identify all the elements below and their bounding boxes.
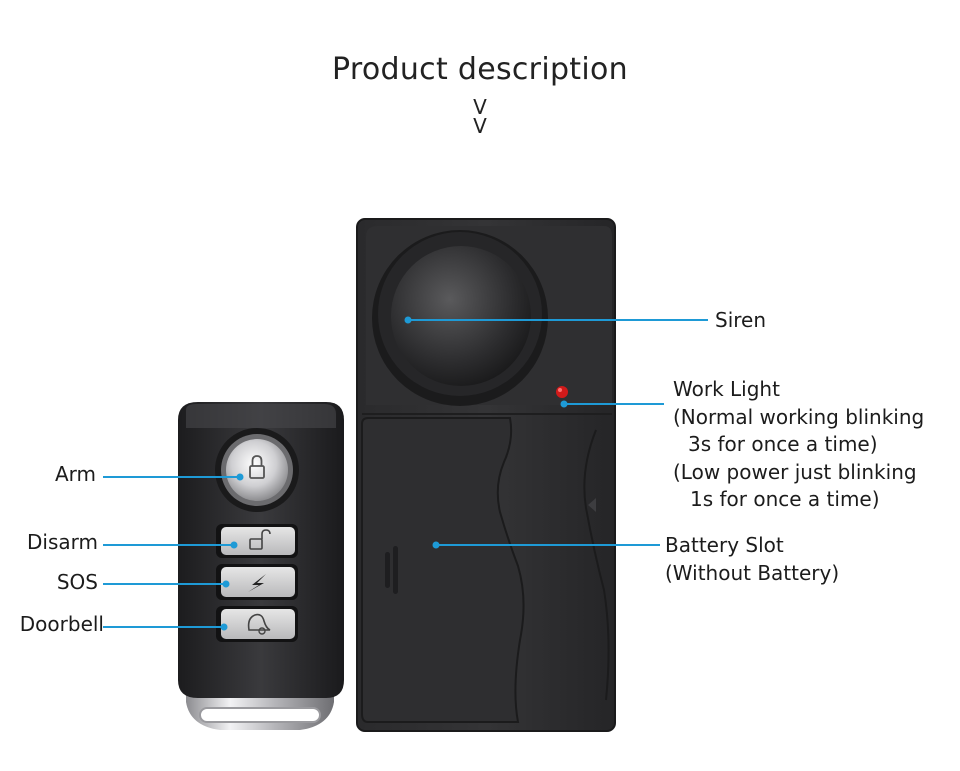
work-light-note-3: (Low power just blinking bbox=[673, 460, 917, 484]
page-title: Product description bbox=[332, 52, 628, 87]
work-light-label: Work Light bbox=[673, 377, 780, 401]
leader-lines bbox=[103, 316, 708, 631]
doorbell-button bbox=[216, 606, 298, 642]
battery-slot-note: (Without Battery) bbox=[665, 561, 840, 585]
work-light-note-4: 1s for once a time) bbox=[690, 487, 880, 511]
key-fob bbox=[178, 402, 344, 730]
sos-button bbox=[216, 564, 298, 600]
battery-slot-label: Battery Slot bbox=[665, 533, 784, 557]
lightning-icon bbox=[248, 574, 266, 592]
bell-icon bbox=[247, 613, 271, 635]
disarm-button bbox=[216, 524, 298, 558]
work-light-note-1: (Normal working blinking bbox=[673, 405, 925, 429]
unlock-icon bbox=[249, 529, 271, 550]
chevron-down-icon: V bbox=[473, 95, 487, 119]
chevron-down-icon-2: V bbox=[473, 114, 487, 138]
siren-label: Siren bbox=[715, 308, 767, 332]
work-light-led bbox=[556, 386, 568, 398]
alarm-unit bbox=[356, 218, 616, 732]
doorbell-label: Doorbell bbox=[19, 612, 104, 636]
lock-icon bbox=[249, 455, 265, 479]
work-light-note-2: 3s for once a time) bbox=[688, 432, 878, 456]
arm-button bbox=[215, 428, 299, 512]
sos-label: SOS bbox=[56, 570, 98, 594]
arm-label: Arm bbox=[54, 462, 96, 486]
disarm-label: Disarm bbox=[27, 530, 98, 554]
